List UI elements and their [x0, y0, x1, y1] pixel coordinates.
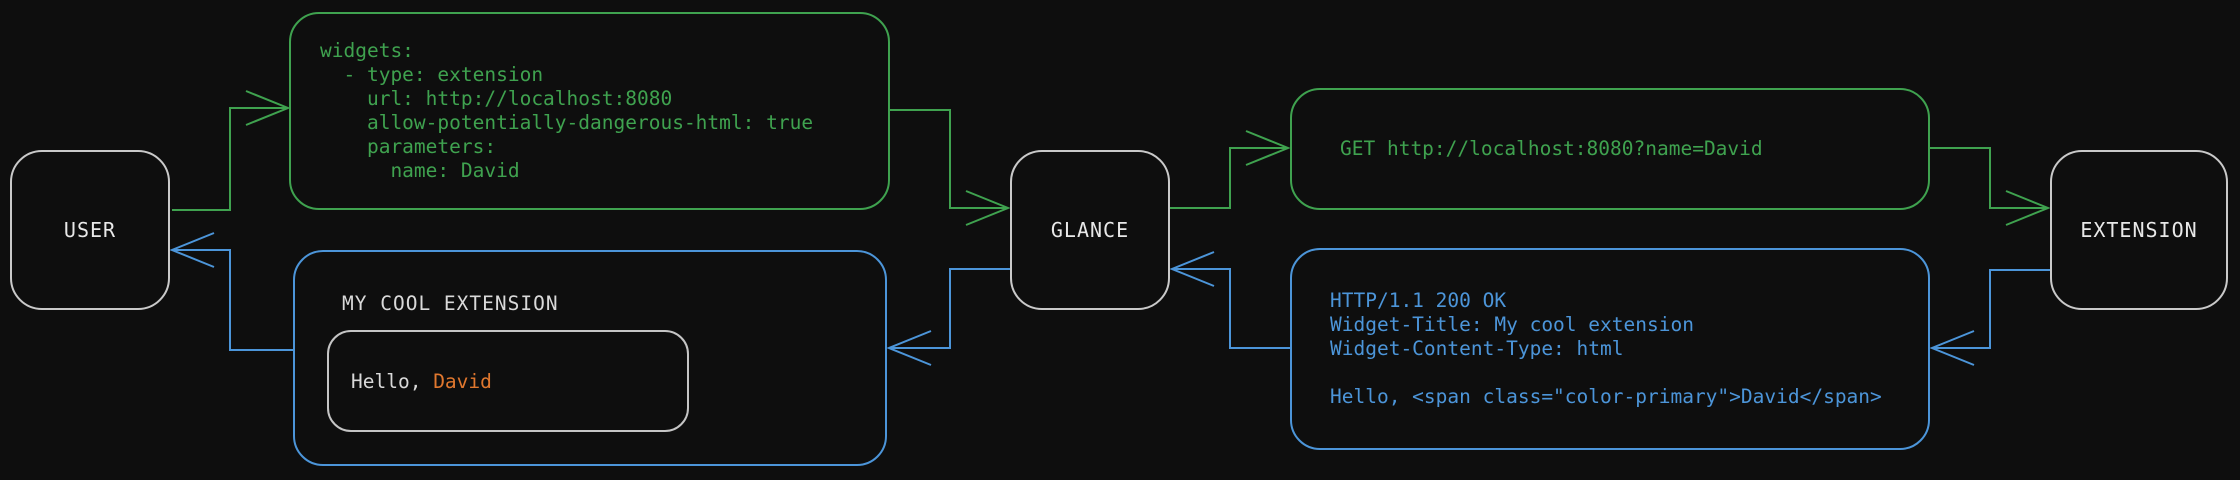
- arrowhead-left-icon: [886, 330, 932, 366]
- arrowhead-right-icon: [245, 90, 291, 126]
- wire-config-to-glance: [890, 109, 1011, 226]
- wire-widget-to-user: [169, 232, 293, 351]
- widget-hello-text: Hello, David: [351, 370, 492, 393]
- widget-content-box: Hello, David: [327, 330, 689, 432]
- wire-extension-to-response: [1929, 269, 2050, 366]
- http-response-box: HTTP/1.1 200 OK Widget-Title: My cool ex…: [1290, 248, 1930, 450]
- node-glance-label: GLANCE: [1050, 218, 1130, 242]
- node-extension: EXTENSION: [2050, 150, 2228, 310]
- node-extension-label: EXTENSION: [2080, 218, 2198, 242]
- arrowhead-left-icon: [1169, 251, 1215, 287]
- widget-preview-box: MY COOL EXTENSION Hello, David: [293, 250, 887, 466]
- wire-response-to-glance: [1169, 251, 1290, 349]
- arrowhead-left-icon: [169, 232, 215, 268]
- node-glance: GLANCE: [1010, 150, 1170, 310]
- arrowhead-right-icon: [2005, 190, 2051, 226]
- widget-title: MY COOL EXTENSION: [342, 292, 559, 315]
- node-user-label: USER: [63, 218, 117, 242]
- node-user: USER: [10, 150, 170, 310]
- http-response-text: HTTP/1.1 200 OK Widget-Title: My cool ex…: [1330, 289, 1882, 408]
- http-request-box: GET http://localhost:8080?name=David: [1290, 88, 1930, 210]
- wire-glance-to-request: [1170, 130, 1291, 209]
- config-yaml-box: widgets: - type: extension url: http://l…: [289, 12, 890, 210]
- arrowhead-left-icon: [1929, 330, 1975, 366]
- wire-user-to-config: [172, 90, 291, 211]
- config-yaml-code: widgets: - type: extension url: http://l…: [320, 39, 814, 182]
- hello-prefix: Hello,: [351, 369, 434, 393]
- wire-request-to-extension: [1930, 147, 2051, 226]
- arrowhead-right-icon: [965, 190, 1011, 226]
- wire-glance-to-widget: [886, 268, 1010, 366]
- hello-name: David: [433, 369, 492, 393]
- http-request-text: GET http://localhost:8080?name=David: [1340, 137, 1763, 160]
- arrowhead-right-icon: [1245, 130, 1291, 166]
